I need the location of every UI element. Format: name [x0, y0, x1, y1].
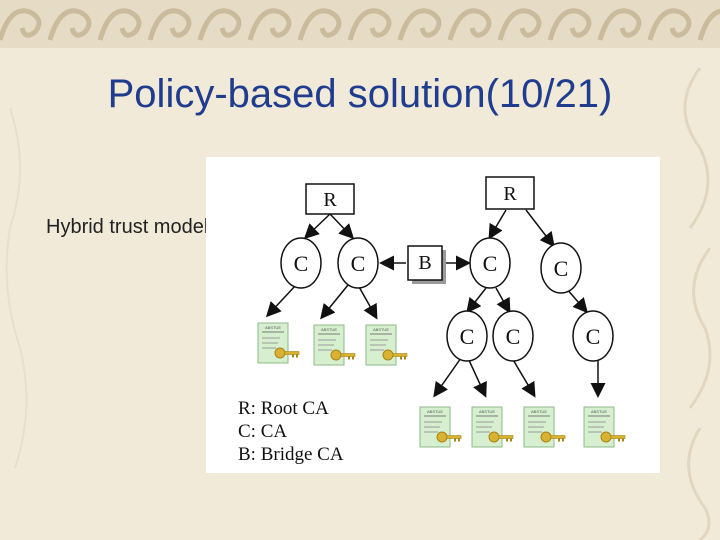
ca-node-right-3: C [446, 310, 488, 362]
certificate-icon: ABSTUE [583, 406, 626, 448]
svg-text:C: C [483, 251, 498, 276]
legend-item-ca: C: CA [238, 421, 288, 442]
ca-node-right-1: C [469, 237, 511, 289]
swirl-pattern-icon [0, 8, 720, 41]
svg-text:ABSTUE: ABSTUE [479, 409, 495, 414]
trust-model-diagram: R R B C C C [206, 157, 660, 473]
svg-text:ABSTUE: ABSTUE [531, 409, 547, 414]
certificate-icon: ABSTUE [313, 324, 356, 366]
svg-text:ABSTUE: ABSTUE [427, 409, 443, 414]
certificate-icon: ABSTUE [419, 406, 462, 448]
svg-text:C: C [294, 251, 309, 276]
svg-text:R: R [503, 183, 517, 205]
root-node-left: R [305, 183, 355, 215]
slide-title: Policy-based solution(10/21) [107, 72, 613, 116]
certificate-icon: ABSTUE [257, 322, 300, 364]
svg-text:C: C [506, 324, 521, 349]
svg-text:C: C [460, 324, 475, 349]
left-ornament-icon [5, 107, 28, 469]
side-ornament-icon [683, 67, 712, 540]
ca-node-left-2: C [337, 237, 379, 289]
ca-node-right-4: C [492, 310, 534, 362]
diagram-canvas: R R B C C C [257, 176, 626, 448]
svg-text:R: R [323, 189, 337, 211]
certificate-icon: ABSTUE [365, 324, 408, 366]
ca-node-right-5: C [572, 310, 614, 362]
svg-text:ABSTUE: ABSTUE [373, 327, 389, 332]
svg-text:ABSTUE: ABSTUE [321, 327, 337, 332]
svg-text:C: C [586, 324, 601, 349]
svg-text:ABSTUE: ABSTUE [591, 409, 607, 414]
svg-text:ABSTUE: ABSTUE [265, 325, 281, 330]
legend-item-root: R: Root CA [238, 398, 329, 419]
svg-text:C: C [554, 256, 569, 281]
svg-text:C: C [351, 251, 366, 276]
ca-node-right-2: C [540, 242, 582, 294]
decorative-border [0, 0, 720, 48]
root-node-right: R [485, 176, 535, 210]
svg-text:B: B [418, 252, 431, 274]
legend-item-bridge: B: Bridge CA [238, 444, 344, 465]
bullet-text: Hybrid trust model [46, 216, 209, 238]
certificate-icon: ABSTUE [523, 406, 566, 448]
diagram-legend: R: Root CA C: CA B: Bridge CA [238, 397, 344, 466]
bridge-ca-node: B [407, 245, 446, 284]
ca-node-left-1: C [280, 237, 322, 289]
certificate-icon: ABSTUE [471, 406, 514, 448]
